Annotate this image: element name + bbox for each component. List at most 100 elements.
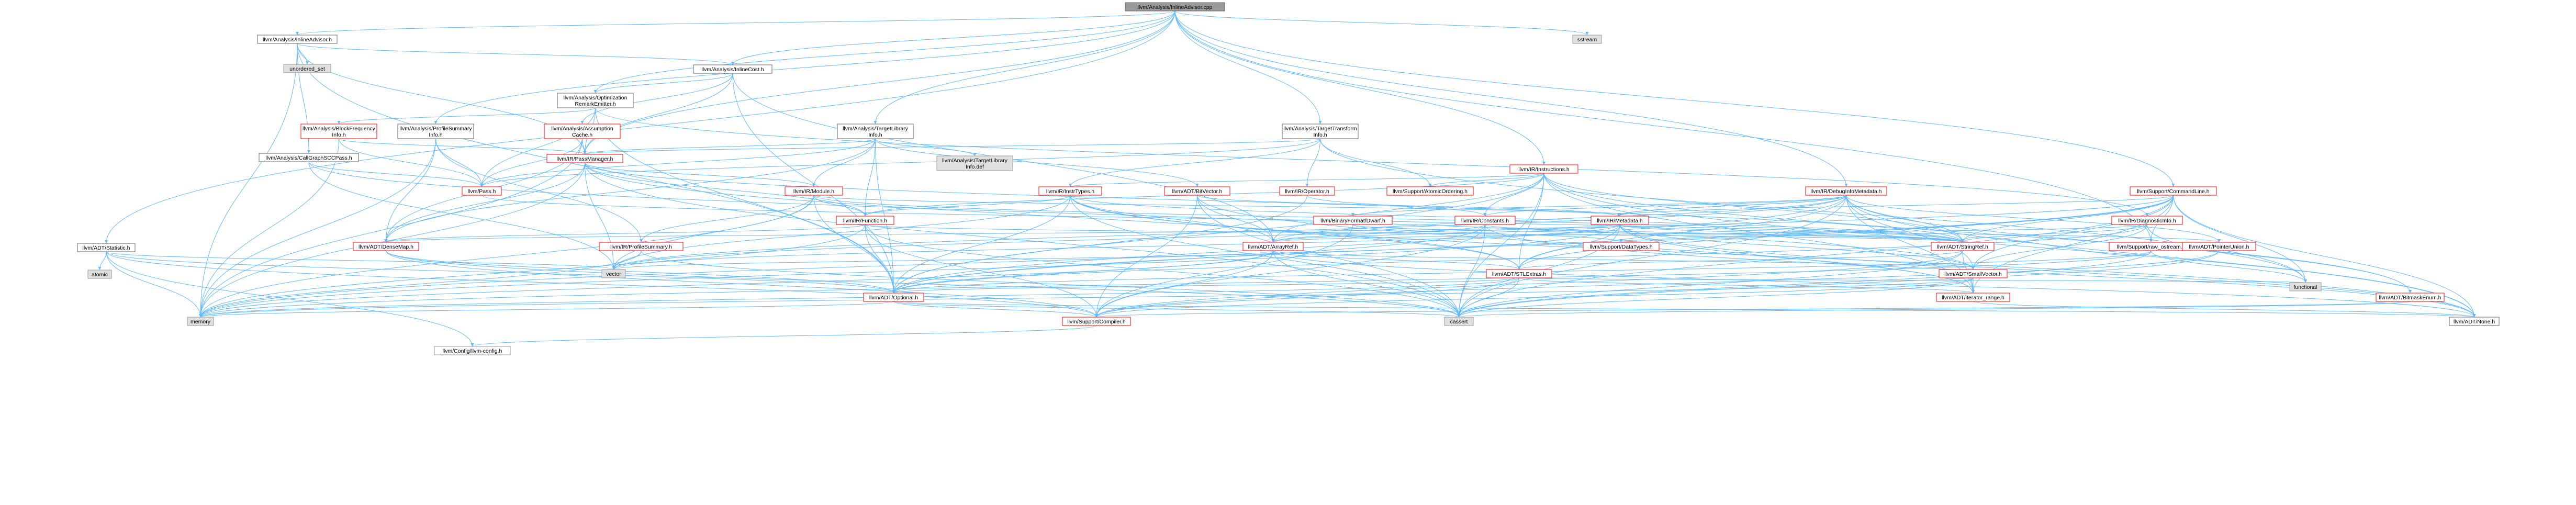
node-label: cassert [1450,319,1468,325]
node-function-h[interactable]: llvm/IR/Function.h [836,216,894,225]
dependency-edge [1174,10,1544,165]
node-box [283,64,331,73]
edge-arrowhead [1428,184,1432,187]
dependency-edge [1273,250,1974,270]
node-pointerunion-h[interactable]: llvm/ADT/PointerUnion.h [2182,242,2256,251]
node-profilesummary-h[interactable]: llvm/IR/ProfileSummary.h [599,242,684,251]
node-bitmaskenum-h[interactable]: llvm/ADT/BitmaskEnum.h [2376,293,2445,302]
dependency-edge [1543,173,1963,243]
node-label: vector [606,271,621,277]
dependency-edge [1096,301,2411,318]
node-box [1242,242,1304,251]
dependency-edge [200,138,436,318]
node-config-h[interactable]: llvm/Config/llvm-config.h [434,346,511,355]
node-label: llvm/ADT/Statistic.h [82,245,130,251]
node-box [1509,164,1578,174]
node-metadata-h[interactable]: llvm/IR/Metadata.h [1591,216,1649,225]
node-arrayref-h[interactable]: llvm/ADT/ArrayRef.h [1242,242,1304,251]
node-inlineadvisor-h[interactable]: llvm/Analysis/InlineAdvisor.h [257,35,338,44]
dependency-edge [481,138,583,187]
node-cgscc-h[interactable]: llvm/Analysis/CallGraphSCCPass.h [259,153,359,162]
node-label: llvm/IR/Module.h [793,188,834,195]
node-memory: memory [187,317,214,326]
node-diaginfo-h[interactable]: llvm/IR/DiagnosticInfo.h [2111,216,2183,225]
dependency-edge [1543,173,2474,318]
dependency-edge [875,138,975,156]
node-label: llvm/Support/AtomicOrdering.h [1393,188,1468,195]
dependency-edge [893,250,1273,294]
dependency-edge [1096,277,1519,318]
node-bitvector-h[interactable]: llvm/ADT/BitVector.h [1164,186,1230,196]
node-atomicordering-h[interactable]: llvm/Support/AtomicOrdering.h [1386,186,1474,196]
node-root[interactable]: llvm/Analysis/InlineAdvisor.cpp [1125,2,1225,12]
dependency-edge [893,301,2474,318]
node-label: llvm/IR/DiagnosticInfo.h [2118,218,2176,224]
dependency-edge [472,325,1097,347]
node-label: llvm/ADT/None.h [2454,319,2495,325]
node-label: Info.h [332,132,345,138]
edge-arrowhead [1972,290,1975,293]
dependency-edge [582,73,733,125]
node-debuginfometa-h[interactable]: llvm/IR/DebugInfoMetadata.h [1805,186,1887,196]
node-pass-h[interactable]: llvm/Pass.h [462,186,502,196]
node-label: llvm/ADT/Optional.h [869,295,919,301]
node-label: llvm/IR/Operator.h [1285,188,1329,195]
dependency-edge [481,195,1963,243]
edge-arrowhead [812,184,815,187]
edge-arrowhead [296,32,299,35]
node-instrtypes-h[interactable]: llvm/IR/InstrTypes.h [1038,186,1102,196]
dependency-edge [1273,224,1485,243]
edge-arrowhead [580,121,584,124]
node-label: llvm/BinaryFormat/Dwarf.h [1320,218,1385,224]
dependency-edge [641,250,1459,318]
dependency-edge [1459,301,2411,318]
dependency-edge [865,224,894,294]
node-none-h[interactable]: llvm/ADT/None.h [2449,317,2500,326]
node-label: Info.def [966,164,984,170]
node-passmanager-h[interactable]: llvm/IR/PassManager.h [546,154,623,163]
node-sstream: sstream [1572,35,1602,44]
node-stlextras-h[interactable]: llvm/ADT/STLExtras.h [1486,269,1552,278]
dependency-edge [2173,195,2306,283]
node-datatypes-h[interactable]: llvm/Support/DataTypes.h [1583,242,1660,251]
node-box [257,35,338,44]
dependency-edge [1973,301,2474,318]
dependency-edge [106,10,1175,244]
node-ore-h[interactable]: llvm/Analysis/OptimizationRemarkEmitter.… [557,93,634,108]
node-label: llvm/ADT/BitmaskEnum.h [2379,295,2441,301]
dependency-edge [613,195,2174,270]
node-label: llvm/ADT/ArrayRef.h [1248,244,1298,250]
node-inlinecost-h[interactable]: llvm/Analysis/InlineCost.h [693,64,772,74]
edge-arrowhead [337,121,341,124]
node-constants-h[interactable]: llvm/IR/Constants.h [1454,216,1516,225]
edge-arrowhead [2409,290,2412,293]
node-rawostream-h[interactable]: llvm/Support/raw_ostream.h [2109,242,2193,251]
edge-arrowhead [1617,213,1620,216]
node-module-h[interactable]: llvm/IR/Module.h [785,186,843,196]
node-box [353,242,419,251]
edge-arrowhead [434,121,438,124]
node-compiler-h[interactable]: llvm/Support/Compiler.h [1062,317,1131,326]
dependency-edge [1962,224,2147,243]
edge-arrowhead [1305,184,1309,187]
node-densemap-h[interactable]: llvm/ADT/DenseMap.h [353,242,419,251]
node-box [1279,186,1335,196]
node-statistic-h[interactable]: llvm/ADT/Statistic.h [77,243,136,252]
node-optional-h[interactable]: llvm/ADT/Optional.h [863,293,924,302]
node-operator-h[interactable]: llvm/IR/Operator.h [1279,186,1335,196]
node-instructions-h[interactable]: llvm/IR/Instructions.h [1509,164,1578,174]
node-box [1486,269,1552,278]
node-commandline-h[interactable]: llvm/Support/CommandLine.h [2130,186,2217,196]
dependency-edge [435,138,482,187]
node-smallvector-h[interactable]: llvm/ADT/SmallVector.h [1939,269,2008,278]
node-stringref-h[interactable]: llvm/ADT/StringRef.h [1931,242,1995,251]
node-binaryformat-h[interactable]: llvm/BinaryFormat/Dwarf.h [1313,216,1393,225]
dependency-edge [308,161,1974,270]
node-box [557,93,634,108]
node-iteratorrange-h[interactable]: llvm/ADT/iterator_range.h [1936,293,2010,302]
